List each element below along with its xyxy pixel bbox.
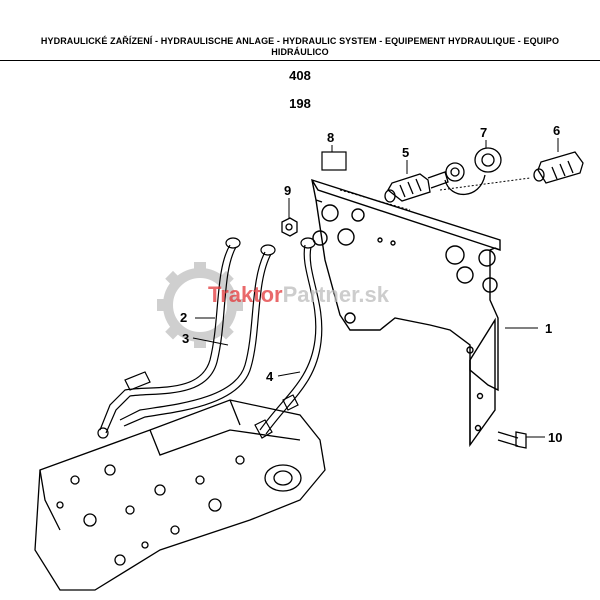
callout-4: 4 <box>266 369 274 384</box>
pipe-4 <box>254 237 323 439</box>
watermark-part3: .sk <box>358 282 389 307</box>
header: HYDRAULICKÉ ZAŘÍZENÍ - HYDRAULISCHE ANLA… <box>0 0 600 62</box>
callout-7: 7 <box>480 125 487 140</box>
callout-1: 1 <box>545 321 552 336</box>
callout-3: 3 <box>182 331 189 346</box>
leader-lines <box>192 138 559 438</box>
quick-coupling-6 <box>533 151 584 184</box>
label-square <box>321 151 347 171</box>
title-line-1: HYDRAULICKÉ ZAŘÍZENÍ - HYDRAULISCHE ANLA… <box>40 36 560 46</box>
code-primary: 408 <box>289 68 311 83</box>
nut-9 <box>281 217 298 237</box>
code-secondary: 198 <box>289 96 311 111</box>
callout-8: 8 <box>327 130 334 145</box>
watermark-gear-teeth <box>157 262 243 348</box>
watermark-part1: Traktor <box>208 282 283 307</box>
clip-7 <box>444 147 502 196</box>
bolt-10 <box>497 431 527 449</box>
header-rule <box>0 60 600 61</box>
pipe-3 <box>119 244 276 427</box>
callout-6: 6 <box>553 123 560 138</box>
title-line-2: HIDRÁULICO <box>271 47 329 57</box>
callout-5: 5 <box>402 145 409 160</box>
bracket-plate <box>311 178 501 448</box>
callout-9: 9 <box>284 183 291 198</box>
watermark-part2: Partner <box>283 282 360 307</box>
watermark-text: TraktorPartner.sk <box>208 282 390 307</box>
hydraulic-block <box>34 399 326 591</box>
callout-2: 2 <box>180 310 187 325</box>
pipe-2 <box>97 237 241 439</box>
callout-10: 10 <box>548 430 562 445</box>
quick-coupling-5 <box>384 171 449 203</box>
